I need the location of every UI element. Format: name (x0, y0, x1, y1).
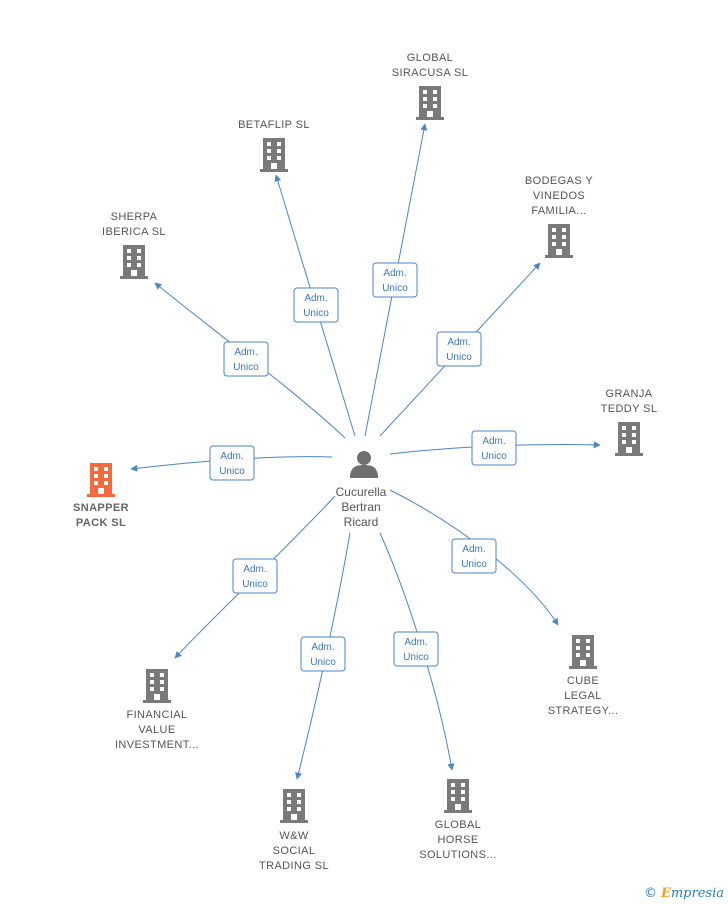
building-icon (416, 86, 444, 120)
company-node-snapper[interactable]: SNAPPER PACK SL (73, 463, 129, 529)
company-label-line: W&W (279, 830, 309, 842)
company-label-line: CUBE (567, 675, 599, 687)
role-badge-global-horse[interactable]: Adm. Unico (393, 631, 439, 667)
person-name-line-1: Cucurella (336, 485, 387, 499)
person-icon (350, 451, 378, 478)
role-text: Adm. (304, 293, 327, 304)
company-label-line: BODEGAS Y (525, 175, 593, 187)
role-text: Unico (219, 466, 245, 477)
role-badge-granja[interactable]: Adm. Unico (471, 430, 517, 466)
company-label-line: IBERICA SL (102, 226, 166, 238)
role-text: Adm. (234, 347, 257, 358)
brand-name: mpresia (670, 886, 724, 901)
role-text: Unico (382, 283, 408, 294)
role-text: Adm. (243, 564, 266, 575)
role-badge-global-siracusa[interactable]: Adm. Unico (372, 262, 418, 298)
building-icon (280, 789, 308, 823)
copyright-icon: © (643, 886, 657, 901)
role-badge-sherpa[interactable]: Adm. Unico (223, 341, 269, 377)
role-text: Adm. (447, 337, 470, 348)
company-label-line: LEGAL (564, 690, 601, 702)
person-name-line-2: Bertran (341, 500, 380, 514)
company-label-line: PACK SL (76, 517, 126, 529)
company-label-line: GLOBAL (407, 52, 453, 64)
company-label-line: GRANJA (605, 388, 652, 400)
role-text: Unico (446, 352, 472, 363)
role-badge-bodegas[interactable]: Adm. Unico (436, 331, 482, 367)
company-node-betaflip[interactable]: BETAFLIP SL (238, 119, 310, 172)
company-label-line: TEDDY SL (601, 403, 658, 415)
building-icon (87, 463, 115, 497)
company-label-line: SNAPPER (73, 502, 129, 514)
company-label-line: FAMILIA... (531, 205, 586, 217)
role-badge-financial[interactable]: Adm. Unico (232, 558, 278, 594)
role-text: Adm. (383, 268, 406, 279)
role-text: Adm. (404, 637, 427, 648)
role-text: Adm. (311, 642, 334, 653)
building-icon (545, 224, 573, 258)
person-name-line-3: Ricard (344, 515, 379, 529)
role-text: Unico (303, 308, 329, 319)
company-node-cube[interactable]: CUBE LEGAL STRATEGY... (548, 635, 619, 717)
company-label-line: SHERPA (111, 211, 158, 223)
company-node-ww-social[interactable]: W&W SOCIAL TRADING SL (259, 789, 329, 872)
role-badge-betaflip[interactable]: Adm. Unico (293, 287, 339, 323)
company-label-line: VALUE (138, 724, 175, 736)
company-node-financial[interactable]: FINANCIAL VALUE INVESTMENT... (115, 669, 199, 751)
company-node-bodegas[interactable]: BODEGAS Y VINEDOS FAMILIA... (525, 175, 593, 258)
company-node-global-horse[interactable]: GLOBAL HORSE SOLUTIONS... (419, 779, 497, 861)
role-text: Unico (461, 559, 487, 570)
company-node-global-siracusa[interactable]: GLOBAL SIRACUSA SL (392, 52, 469, 120)
empresia-logo: ©Empresia (644, 886, 724, 901)
company-label-line: VINEDOS (533, 190, 585, 202)
company-label-line: GLOBAL (435, 819, 481, 831)
building-icon (444, 779, 472, 813)
building-icon (615, 422, 643, 456)
building-icon (120, 245, 148, 279)
company-label-line: SIRACUSA SL (392, 67, 469, 79)
building-icon (569, 635, 597, 669)
role-text: Adm. (220, 451, 243, 462)
company-node-sherpa[interactable]: SHERPA IBERICA SL (102, 211, 166, 279)
company-label-line: SOLUTIONS... (419, 849, 497, 861)
company-label-line: INVESTMENT... (115, 739, 199, 751)
company-label-line: STRATEGY... (548, 705, 619, 717)
role-text: Unico (403, 652, 429, 663)
role-text: Unico (233, 362, 259, 373)
role-text: Unico (481, 451, 507, 462)
role-badge-cube[interactable]: Adm. Unico (451, 538, 497, 574)
company-label-line: FINANCIAL (126, 709, 187, 721)
role-badge-snapper[interactable]: Adm. Unico (209, 445, 255, 481)
company-label-line: BETAFLIP SL (238, 119, 310, 131)
company-label-line: TRADING SL (259, 860, 329, 872)
company-label-line: SOCIAL (273, 845, 316, 857)
role-text: Adm. (462, 544, 485, 555)
company-label-line: HORSE (437, 834, 478, 846)
building-icon (143, 669, 171, 703)
company-node-granja[interactable]: GRANJA TEDDY SL (601, 388, 658, 456)
role-text: Unico (310, 657, 336, 668)
person-node[interactable]: Cucurella Bertran Ricard (336, 451, 387, 529)
building-icon (260, 138, 288, 172)
role-text: Unico (242, 579, 268, 590)
role-text: Adm. (482, 436, 505, 447)
brand-initial: E (660, 886, 671, 901)
role-badge-ww-social[interactable]: Adm. Unico (300, 636, 346, 672)
